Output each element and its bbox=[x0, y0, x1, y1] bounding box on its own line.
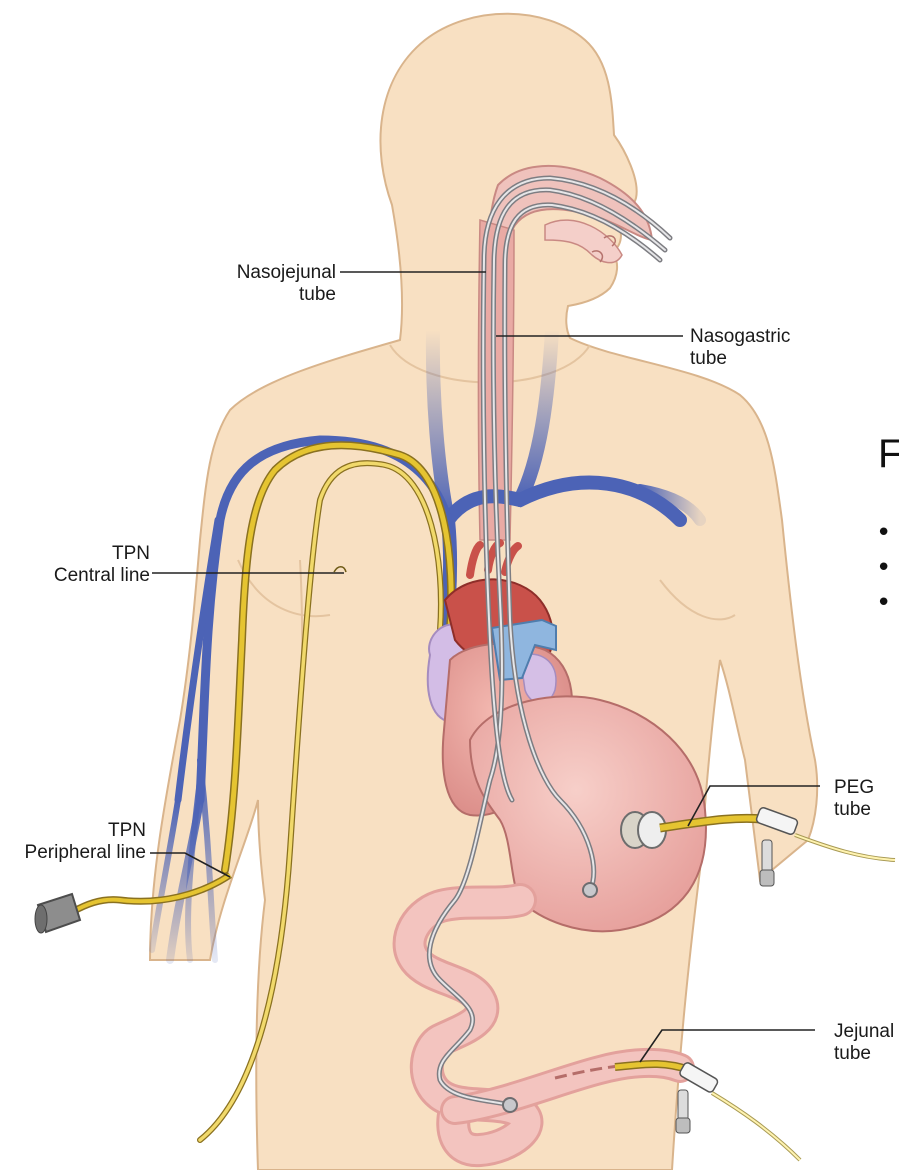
bullet-3: • bbox=[876, 590, 891, 616]
bullet-2: • bbox=[876, 555, 891, 581]
bullet-1: • bbox=[876, 520, 891, 546]
slide-title-fragment: F bbox=[878, 432, 899, 477]
